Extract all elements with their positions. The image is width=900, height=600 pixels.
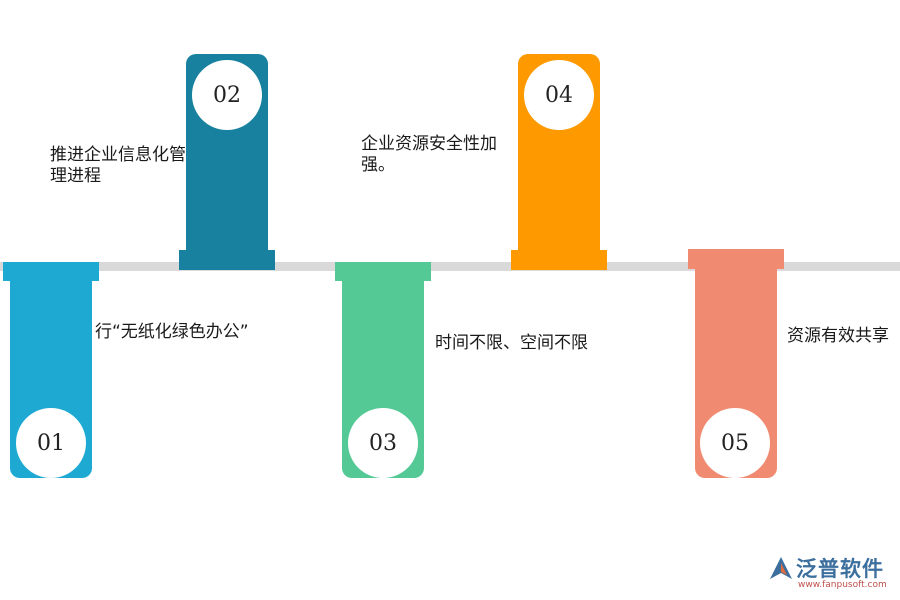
step-02-number: 02 bbox=[192, 60, 262, 130]
step-05-description: 资源有效共享 bbox=[787, 326, 889, 346]
step-03-number: 03 bbox=[348, 408, 418, 478]
step-02-description: 推进企业信息化管理进程 bbox=[50, 145, 186, 186]
logo-url: www.fanpusoft.com bbox=[798, 580, 887, 590]
step-04-description: 企业资源安全性加强。 bbox=[361, 134, 497, 175]
step-04-number: 04 bbox=[524, 60, 594, 130]
brand-logo: 泛普软件 www.fanpusoft.com bbox=[768, 553, 893, 593]
step-01-description: 行“无纸化绿色办公” bbox=[95, 322, 249, 342]
logo-mark-icon bbox=[770, 557, 792, 579]
timeline-track bbox=[0, 262, 900, 271]
logo-name: 泛普软件 bbox=[796, 557, 884, 581]
step-01-number: 01 bbox=[16, 408, 86, 478]
step-03-description: 时间不限、空间不限 bbox=[435, 333, 588, 353]
step-05-number: 05 bbox=[700, 408, 770, 478]
